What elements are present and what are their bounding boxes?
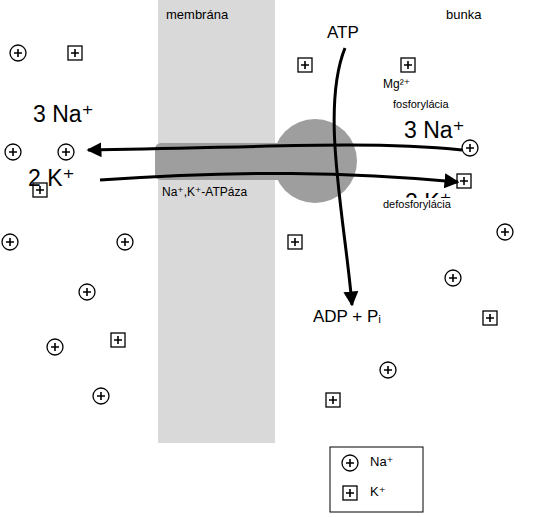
plus-sign: [486, 314, 494, 322]
diagram-label: Na⁺,K⁺-ATPáza: [162, 186, 247, 199]
plus-sign: [466, 144, 474, 152]
plus-sign: [449, 274, 457, 282]
legend-symbols: [342, 455, 358, 500]
plus-sign: [62, 148, 70, 156]
ion-group: [2, 45, 513, 407]
diagram-label: 2 K⁺: [28, 166, 75, 191]
na-ion: [342, 455, 358, 471]
sodium-arrow: [88, 145, 462, 150]
diagram-label: 3 Na⁺: [404, 118, 465, 143]
plus-sign: [501, 228, 509, 236]
na-ion: [445, 270, 461, 286]
na-ion: [380, 362, 396, 378]
diagram-label: Mg²⁺: [382, 78, 411, 91]
plus-sign: [97, 392, 105, 400]
plus-sign: [404, 61, 412, 69]
diagram-label: 3 Na⁺: [32, 102, 95, 127]
k-ion: [401, 58, 415, 72]
plus-sign: [114, 336, 122, 344]
na-ion: [497, 224, 513, 240]
k-ion: [111, 333, 125, 347]
plus-sign: [71, 49, 79, 57]
plus-sign: [83, 288, 91, 296]
na-ion: [2, 234, 18, 250]
potassium-arrow: [100, 173, 458, 182]
atp-arrow: [334, 48, 352, 305]
membrane-band: [158, 0, 275, 443]
pump-head: [273, 119, 357, 203]
na-ion: [79, 284, 95, 300]
plus-sign: [9, 148, 17, 156]
plus-sign: [121, 238, 129, 246]
diagram-label: bunka: [445, 8, 482, 22]
k-ion: [68, 46, 82, 60]
na-ion: [58, 144, 74, 160]
k-ion: [457, 174, 471, 188]
legend-text: Na⁺: [370, 454, 393, 469]
na-ion: [10, 45, 26, 61]
plus-sign: [460, 177, 468, 185]
plus-sign: [346, 489, 354, 497]
plus-sign: [329, 396, 337, 404]
k-ion: [326, 393, 340, 407]
k-ion: [483, 311, 497, 325]
na-ion: [5, 144, 21, 160]
plus-sign: [6, 238, 14, 246]
k-ion: [298, 58, 312, 72]
plus-sign: [291, 238, 299, 246]
k-ion: [288, 235, 302, 249]
legend-text: K⁺: [370, 484, 386, 499]
na-ion: [47, 339, 63, 355]
diagram-label: membrána: [166, 8, 228, 22]
plus-sign: [301, 61, 309, 69]
k-ion: [343, 486, 357, 500]
na-ion: [117, 234, 133, 250]
plus-sign: [51, 343, 59, 351]
plus-sign: [14, 49, 22, 57]
plus-sign: [384, 366, 392, 374]
plus-sign: [346, 459, 354, 467]
diagram-label: ADP + Pᵢ: [312, 308, 382, 327]
legend-box: [330, 447, 423, 512]
diagram-label: fosforylácia: [392, 98, 450, 110]
diagram-label: defosforylácia: [382, 198, 452, 210]
na-ion: [93, 388, 109, 404]
diagram-label: ATP: [326, 24, 360, 43]
